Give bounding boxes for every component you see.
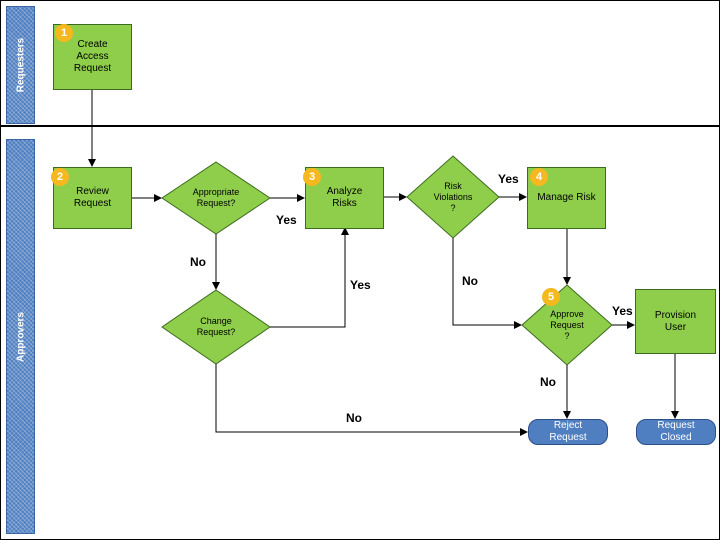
edge-label-risk-yes: Yes xyxy=(498,172,519,186)
edge-label-appropriate-no: No xyxy=(190,255,206,269)
edge-label-appropriate-yes: Yes xyxy=(276,213,297,227)
terminal-reject-request: Reject Request xyxy=(528,419,608,445)
decision-change-request: Change Request? xyxy=(196,316,236,337)
edge-label-approve-no: No xyxy=(540,375,556,389)
step-badge-2: 2 xyxy=(51,168,69,186)
decision-risk-violations: Risk Violations ? xyxy=(433,180,473,213)
step-badge-1: 1 xyxy=(55,24,73,42)
edge-change-yes-to-analyze xyxy=(270,227,349,328)
decision-appropriate-request: Appropriate Request? xyxy=(192,187,240,208)
edge-risk-no-to-approve xyxy=(452,238,522,329)
process-provision-user: Provision User xyxy=(635,289,716,354)
step-badge-3: 3 xyxy=(303,168,321,186)
step-badge-4: 4 xyxy=(530,168,548,186)
step-badge-5: 5 xyxy=(542,288,560,306)
lane-divider xyxy=(0,125,720,127)
edge-label-change-no: No xyxy=(346,411,362,425)
decision-approve-request: Approve Request ? xyxy=(550,308,584,341)
edge-label-risk-no: No xyxy=(462,274,478,288)
lane-label-requesters: Requesters xyxy=(6,6,35,124)
edge-change-no-to-reject xyxy=(215,364,528,436)
edge-label-approve-yes: Yes xyxy=(612,304,633,318)
edge-label-change-yes: Yes xyxy=(350,278,371,292)
terminal-request-closed: Request Closed xyxy=(636,419,716,445)
lane-label-approvers: Approvers xyxy=(6,139,35,534)
